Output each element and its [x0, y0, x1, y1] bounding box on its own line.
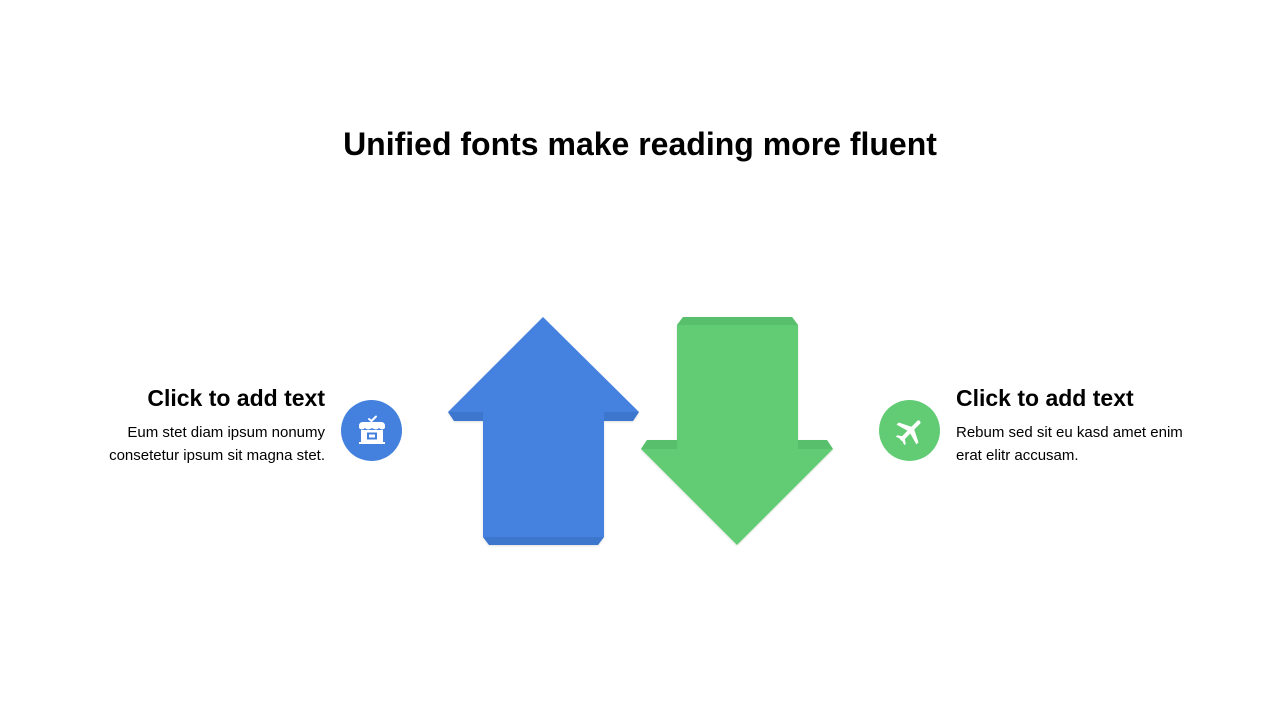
up-arrow: [448, 317, 639, 545]
airplane-icon: [879, 400, 940, 461]
up-arrow-shade-right: [604, 412, 639, 421]
slide-title[interactable]: Unified fonts make reading more fluent: [343, 126, 937, 162]
up-arrow-shade-bottom: [483, 537, 604, 545]
left-text-block: Click to add text Eum stet diam ipsum no…: [85, 382, 325, 467]
up-arrow-shape: [448, 317, 639, 545]
down-arrow-shade-right: [798, 440, 833, 449]
up-arrow-shade-left: [448, 412, 483, 421]
right-text-block: Click to add text Rebum sed sit eu kasd …: [956, 382, 1196, 467]
down-arrow-shade-top: [677, 317, 798, 325]
right-body[interactable]: Rebum sed sit eu kasd amet enim erat eli…: [956, 424, 1183, 464]
left-body[interactable]: Eum stet diam ipsum nonumy consetetur ip…: [109, 424, 325, 464]
right-heading[interactable]: Click to add text: [956, 385, 1134, 411]
down-arrow-shade-left: [641, 440, 677, 449]
down-arrow-shape: [641, 317, 833, 545]
left-heading[interactable]: Click to add text: [147, 385, 325, 411]
shop-icon: [341, 400, 402, 461]
down-arrow: [641, 317, 833, 545]
